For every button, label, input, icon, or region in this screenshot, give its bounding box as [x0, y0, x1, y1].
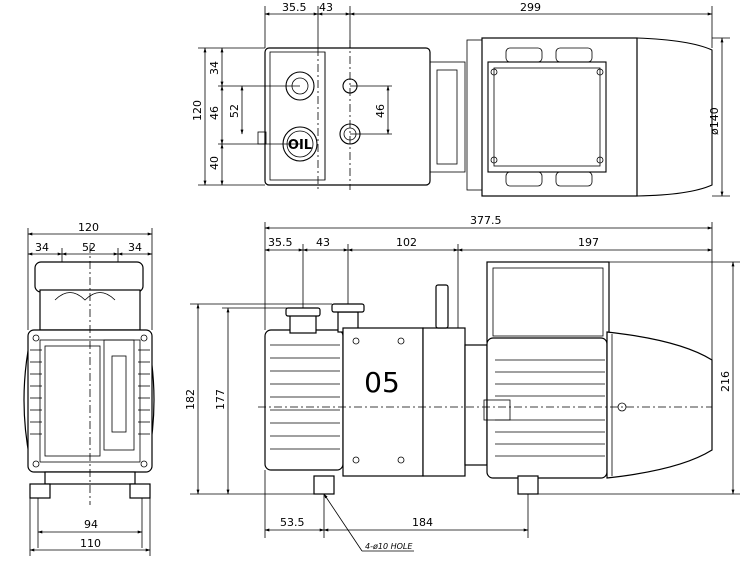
- motor-fins: [495, 359, 605, 457]
- dim-side-total: 377.5: [470, 214, 502, 227]
- dim-top-h2: 46: [208, 106, 221, 120]
- model-number: 05: [364, 366, 400, 399]
- dim-top-a: 35.5: [282, 1, 307, 14]
- dim-front-m: 52: [82, 241, 96, 254]
- dim-side-d: 197: [578, 236, 599, 249]
- dim-front-l: 34: [35, 241, 49, 254]
- dim-front-r: 34: [128, 241, 142, 254]
- dim-side-e: 53.5: [280, 516, 305, 529]
- dim-top-h5: 46: [374, 104, 387, 118]
- dim-side-a: 35.5: [268, 236, 293, 249]
- dim-front-b2: 110: [80, 537, 101, 550]
- dim-top-h1: 34: [208, 61, 221, 75]
- oil-filler-cap: OIL: [282, 126, 318, 162]
- dim-top-height: 120: [191, 100, 204, 121]
- dim-top-c: 299: [520, 1, 541, 14]
- side-fins: [270, 344, 340, 450]
- dim-top-h3: 40: [208, 156, 221, 170]
- dim-top-b: 43: [319, 1, 333, 14]
- dim-side-h1: 182: [184, 389, 197, 410]
- side-view: 05 377.5: [184, 214, 740, 552]
- dim-side-f: 184: [412, 516, 433, 529]
- oil-label: OIL: [288, 138, 312, 153]
- dim-side-c: 102: [396, 236, 417, 249]
- dim-front-b1: 94: [84, 518, 98, 531]
- dim-front-width: 120: [78, 221, 99, 234]
- dim-motor-diameter: ø140: [708, 107, 721, 135]
- screw-icon: [490, 68, 604, 164]
- hole-note: 4-ø10 HOLE: [365, 542, 413, 551]
- dim-side-h2: 177: [214, 389, 227, 410]
- dim-side-h3: 216: [719, 371, 732, 392]
- dim-top-h4: 52: [228, 104, 241, 118]
- front-fins: [30, 349, 150, 435]
- dim-side-b: 43: [316, 236, 330, 249]
- top-view: OIL 35.5 43 299 120 34 46 40 52: [191, 1, 730, 197]
- front-view: 120 34 52 34 94 110: [23, 221, 155, 556]
